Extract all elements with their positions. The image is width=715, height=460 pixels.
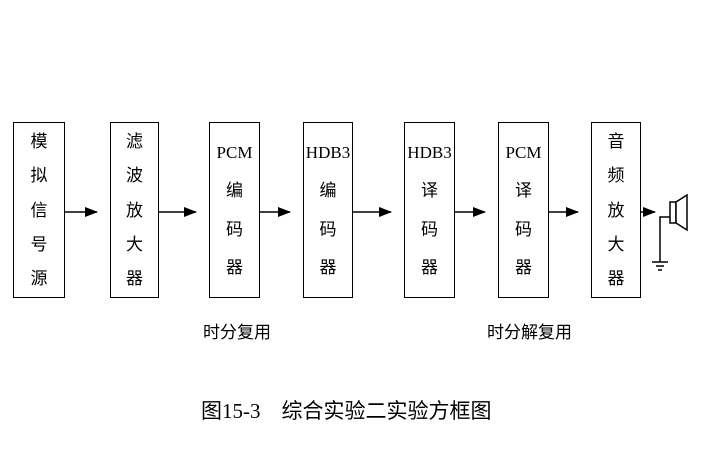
label-time-division-demultiplexing: 时分解复用	[487, 323, 572, 342]
box-line: 音	[607, 132, 625, 151]
box-line: 译	[515, 181, 532, 201]
box-line: 源	[30, 269, 48, 288]
box-line: 信	[30, 200, 48, 220]
box-line: 频	[607, 166, 625, 186]
box-hdb3-decoder: HDB3 译码器	[404, 122, 455, 298]
box-line: 模	[30, 132, 48, 151]
box-line: HDB3	[407, 143, 452, 162]
box-line: PCM	[216, 143, 253, 162]
box-line: 拟	[30, 166, 48, 186]
box-pcm-decoder: PCM 译码器	[498, 122, 549, 298]
box-line: HDB3	[305, 143, 351, 162]
box-line: 编	[319, 181, 337, 201]
box-filter-amplifier: 滤波放大器	[110, 122, 159, 298]
figure-caption: 图15-3 综合实验二实验方框图	[201, 399, 492, 423]
box-line: 滤	[126, 132, 143, 151]
box-analog-signal-source: 模拟信号源	[13, 122, 65, 298]
box-line: 码	[421, 219, 438, 239]
box-line: 码	[515, 219, 532, 239]
box-line: 器	[515, 257, 532, 277]
box-line: 器	[421, 257, 438, 277]
box-line: 放	[607, 200, 625, 220]
box-line: 器	[607, 269, 625, 288]
box-line: 编	[226, 181, 243, 201]
box-line: 码	[226, 219, 243, 239]
box-line: 号	[30, 234, 48, 254]
box-line: PCM	[505, 143, 542, 162]
label-time-division-multiplexing: 时分复用	[203, 323, 271, 342]
box-line: 码	[319, 219, 337, 239]
box-hdb3-encoder: HDB3 编码器	[303, 122, 353, 298]
ground-icon	[652, 216, 670, 271]
box-line: 译	[421, 181, 438, 201]
box-line: 大	[126, 234, 143, 254]
box-pcm-encoder: PCM 编码器	[209, 122, 260, 298]
box-audio-amplifier: 音频放大器	[591, 122, 641, 298]
box-line: 波	[126, 166, 143, 186]
box-line: 大	[607, 234, 625, 254]
box-line: 器	[319, 257, 337, 277]
speaker-icon	[669, 193, 688, 232]
box-line: 器	[226, 257, 243, 277]
box-line: 放	[126, 200, 143, 220]
box-line: 器	[126, 269, 143, 288]
